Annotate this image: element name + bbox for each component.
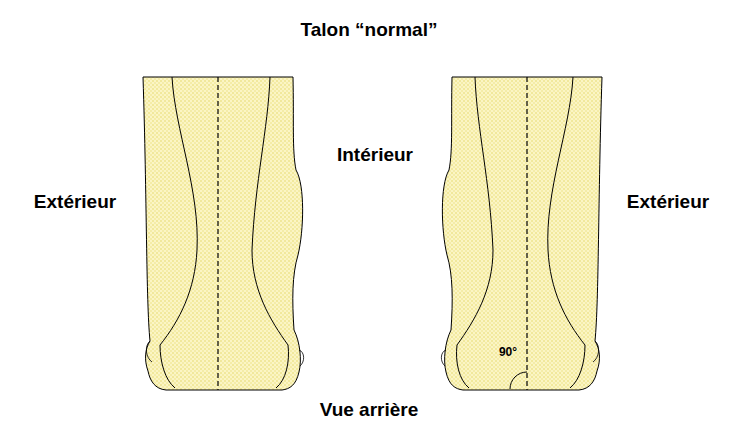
side-label: Intérieur	[337, 144, 413, 166]
left-heel	[143, 77, 304, 390]
side-label: Extérieur	[627, 191, 709, 213]
diagram-caption: Vue arrière	[320, 399, 419, 421]
angle-label: 90°	[499, 345, 517, 359]
angle-arc	[510, 372, 527, 389]
diagram-title: Talon “normal”	[301, 19, 438, 41]
side-label: Extérieur	[34, 191, 116, 213]
right-heel	[441, 77, 602, 390]
